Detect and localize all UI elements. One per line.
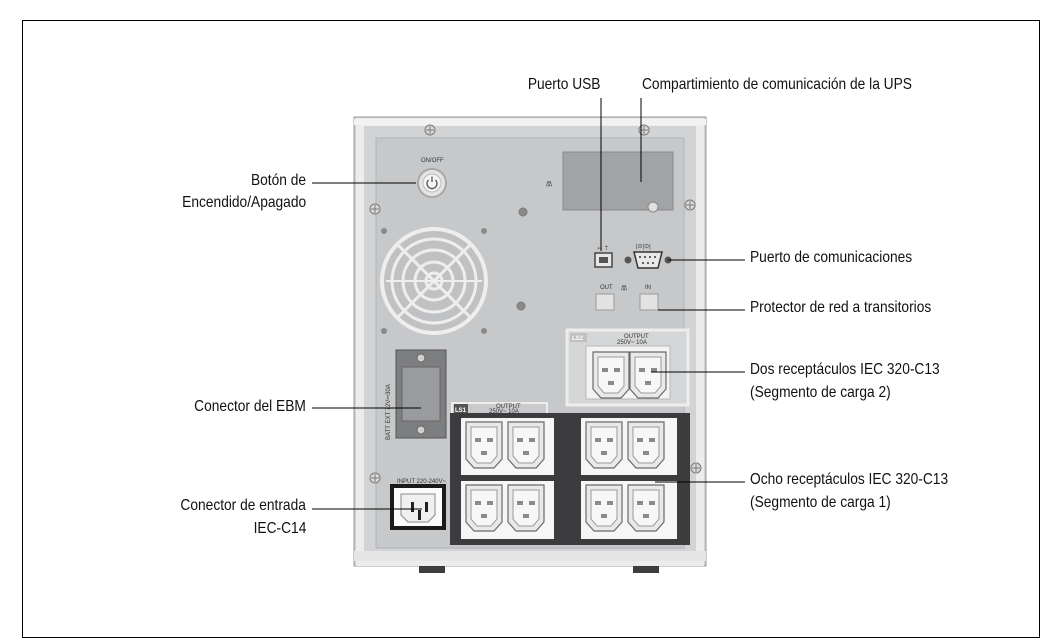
eight-receptacles-label-line2: (Segmento de carga 1) (750, 494, 891, 511)
figure-border (22, 20, 1040, 638)
input-connector[interactable]: INPUT 220-240V~ (390, 479, 447, 530)
iec-c13-receptacle[interactable] (507, 484, 545, 532)
onoff-text: ON/OFF (421, 158, 444, 164)
onoff-label-line2: Encendido/Apagado (182, 194, 306, 211)
usb-port-label: Puerto USB (527, 76, 600, 93)
ls1-rating-text: 250V~ 10A (489, 409, 519, 415)
comm-port-label: Puerto de comunicaciones (750, 249, 913, 266)
input-connector-label-line2: IEC-C14 (253, 520, 306, 537)
iec-c13-receptacle[interactable] (507, 421, 545, 469)
batt-ext-text: BATT EXT 72V⎓30A (386, 384, 392, 440)
foot-left (419, 566, 445, 573)
out-text: OUT (600, 285, 613, 291)
ebm-connector-label: Conector del EBM (194, 398, 306, 415)
foot-right (633, 566, 659, 573)
iec-c13-receptacle[interactable] (585, 484, 623, 532)
leader-lines (312, 98, 745, 510)
in-text: IN (645, 285, 651, 291)
iec-c13-receptacle[interactable] (585, 421, 623, 469)
iec-c13-receptacle[interactable] (465, 421, 503, 469)
fan-grille (378, 225, 490, 337)
eight-receptacles-label-line1: Ocho receptáculos IEC 320-C13 (750, 471, 949, 488)
network-protector-label: Protector de red a transitorios (750, 299, 932, 316)
iec-c13-receptacle[interactable] (627, 484, 665, 532)
ls1-output-text: OUTPUT (496, 404, 521, 410)
onoff-button[interactable]: ON/OFF (417, 158, 447, 198)
ls2-rating-text: 250V~ 10A (617, 340, 647, 346)
two-receptacles-label-line1: Dos receptáculos IEC 320-C13 (750, 361, 940, 378)
serial-symbol-icon: |⊙|⊙| (636, 244, 651, 250)
network-protector[interactable]: OUT 品 IN (595, 285, 659, 311)
iec-c13-receptacle[interactable] (592, 351, 630, 399)
usb-symbol-icon: ⇽ ⇡ (597, 245, 609, 252)
ls2-text: LS2 (572, 336, 584, 342)
comm-bay-label: Compartimiento de comunicación de la UPS (642, 76, 912, 93)
usb-port[interactable]: ⇽ ⇡ (594, 245, 613, 268)
iec-c13-receptacle[interactable] (465, 484, 503, 532)
input-connector-label-line1: Conector de entrada (180, 497, 306, 514)
serial-port[interactable]: |⊙|⊙| (624, 244, 672, 269)
network-symbol: 品 (546, 181, 552, 188)
iec-c13-receptacle[interactable] (627, 421, 665, 469)
input-rating-text: INPUT 220-240V~ (397, 479, 447, 485)
ls2-output-text: OUTPUT (624, 334, 649, 340)
receptacle-group (465, 351, 667, 532)
iec-c13-receptacle[interactable] (629, 351, 667, 399)
onoff-label-line1: Botón de (250, 172, 306, 189)
network-symbol-small: 品 (621, 285, 627, 292)
ls1-text: LS1 (455, 408, 467, 414)
ebm-connector[interactable]: BATT EXT 72V⎓30A (386, 349, 447, 440)
comm-bay: 品 (546, 151, 674, 213)
two-receptacles-label-line2: (Segmento de carga 2) (750, 384, 891, 401)
